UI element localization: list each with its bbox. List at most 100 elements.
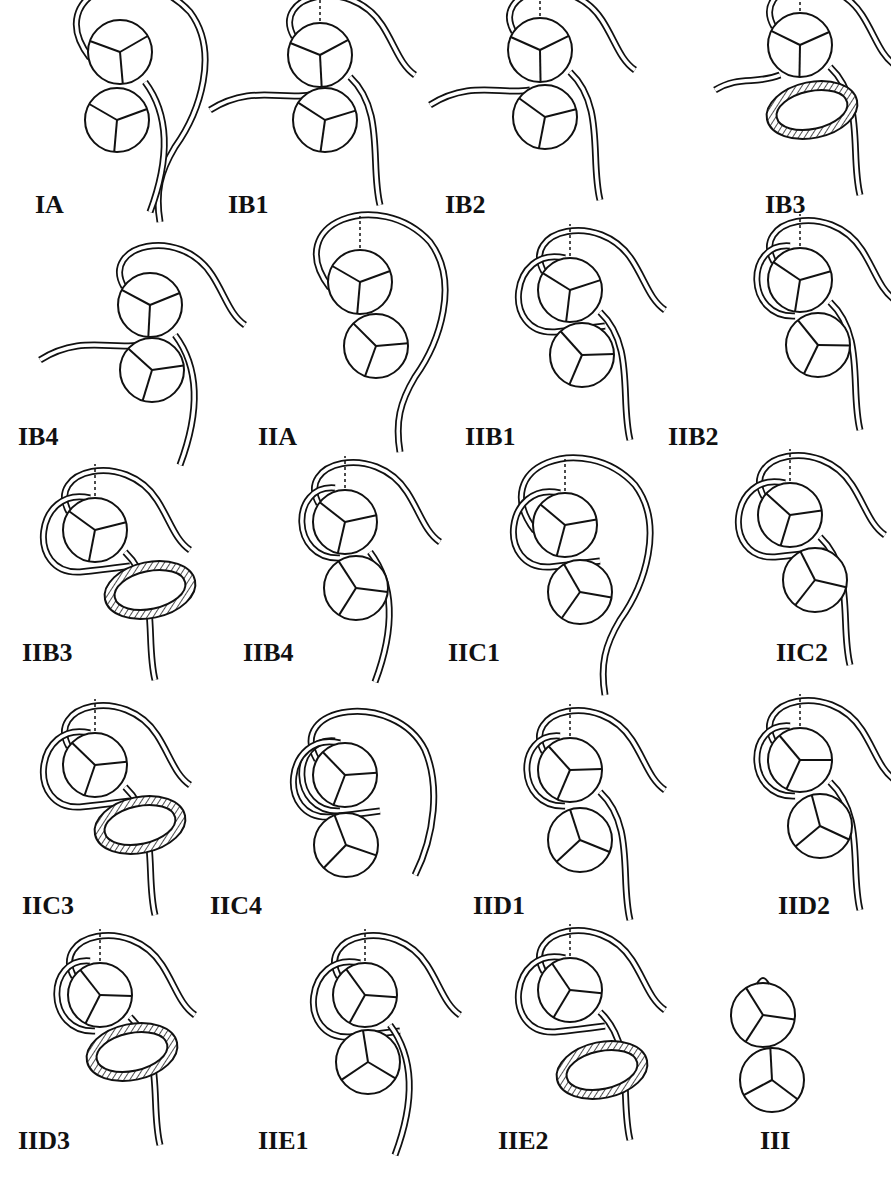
valve-commissure [570,769,602,770]
valve-commissure [325,111,356,120]
dotted-line [364,929,366,961]
valve-ring [344,314,408,378]
valve-commissure [95,762,127,765]
coronary-artery [738,482,825,557]
valve-commissure [117,109,147,120]
valve-panel [430,0,635,200]
valve-commissure [148,305,150,337]
valve-commissure [569,355,582,384]
valve-commissure [795,826,820,847]
valve-commissure [565,519,597,525]
valve-commissure [363,1030,368,1062]
valve-commissure [561,331,582,355]
valve-commissure [376,343,408,346]
valve-panel [513,458,650,695]
panel-label: IIE2 [498,1128,549,1154]
panel-label: IIB2 [668,424,719,450]
valve-commissure [766,494,790,515]
panel-label: IB2 [445,192,485,218]
valve-commissure [339,588,356,615]
dotted-line [799,694,801,726]
valve-commissure [339,561,356,588]
valve-commissure [795,580,815,605]
coronary-lumen [518,257,605,332]
valve-commissure [582,354,614,355]
valve-commissure [346,969,365,995]
valve-commissure [90,41,120,52]
valve-commissure [332,266,360,282]
valve-commissure [540,36,569,50]
valve-commissure [570,280,600,290]
coronary-artery [43,732,130,807]
valve-commissure [770,1048,772,1080]
valve-commissure [746,988,763,1015]
valve-commissure [552,963,570,990]
panel-label: IIB4 [243,640,294,666]
valve-ring [328,250,392,314]
valve-commissure [795,280,800,312]
dotted-line [99,929,101,961]
valve-ring [783,548,847,612]
valve-ring [513,85,577,149]
valve-commissure [545,109,576,117]
valve-ring [538,738,602,802]
valve-ring [538,258,602,322]
valve-ring [120,338,184,402]
valve-commissure [820,826,849,840]
valve-commissure [349,995,365,1023]
coronary-lumen [43,732,130,807]
valve-commissure [557,840,580,862]
valve-ring [336,1030,400,1094]
coronary-lumen [145,82,164,212]
valve-ring [548,560,612,624]
vessel-lumen [111,564,189,616]
coronary-artery [293,742,380,817]
coronary-artery [316,215,445,452]
coronary-artery [313,962,400,1037]
valve-commissure [580,840,610,852]
valve-commissure [150,293,180,305]
panel-label: III [760,1128,790,1154]
coronary-lumen [313,962,400,1037]
dotted-line [319,0,321,21]
coronary-lumen [43,497,130,572]
dotted-line [344,456,346,488]
valve-commissure [346,845,376,855]
valve-panel [210,0,415,205]
valve-ring [63,733,127,797]
valve-panel [527,704,665,920]
valve-commissure [114,120,117,152]
hatched-vessel [551,1033,653,1107]
valve-commissure [334,775,345,805]
valve-commissure [320,55,322,87]
valve-commissure [80,970,100,995]
valve-commissure [549,746,570,770]
valve-commissure [357,282,360,314]
dotted-line [564,459,566,491]
panel-label: IID3 [18,1128,70,1154]
coronary-lumen [738,482,825,557]
panel-label: IIC2 [776,640,828,666]
valve-panel [518,924,665,1140]
dotted-line [789,449,791,481]
valve-commissure [815,580,846,587]
valve-commissure [152,366,184,370]
hatched-vessel [89,788,191,862]
valve-commissure [100,995,132,996]
coronary-lumen [430,90,530,105]
valve-commissure [298,103,325,120]
valve-commissure [69,511,95,530]
panel-label: IA [35,192,64,218]
valve-panel [302,456,440,682]
coronary-lumen [293,742,380,817]
valve-panel [731,978,804,1112]
coronary-artery [350,77,380,205]
valve-commissure [341,1062,368,1080]
valve-commissure [570,810,580,840]
dotted-line [569,924,571,956]
coronary-artery [715,75,780,90]
valve-commissure [120,36,148,52]
valve-ring [731,983,795,1047]
valve-panel [518,224,665,440]
valve-commissure [798,45,801,77]
